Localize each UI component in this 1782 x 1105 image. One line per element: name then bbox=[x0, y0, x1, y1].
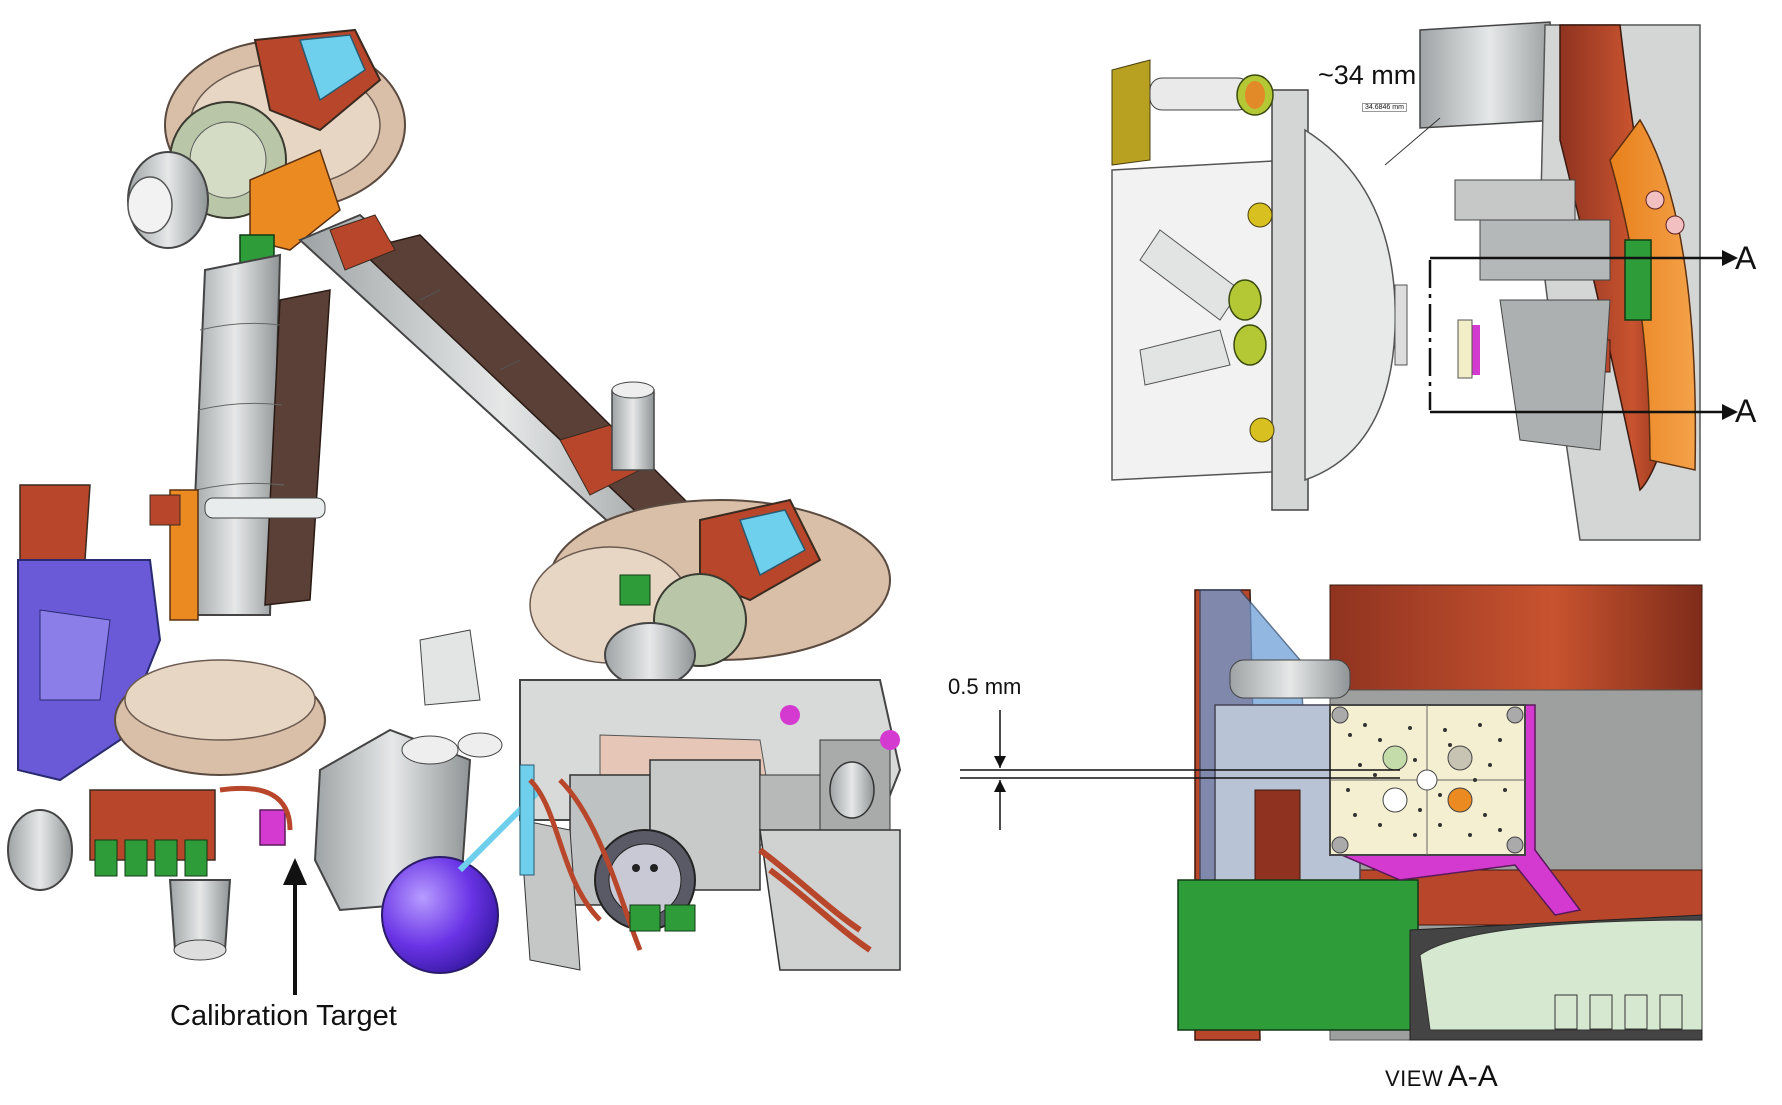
view-aa-caption: VIEW A-A bbox=[1385, 1060, 1498, 1094]
instrument-cluster bbox=[313, 629, 902, 974]
view-word: VIEW bbox=[1385, 1066, 1444, 1091]
dimension-34mm-label: ~34 mm bbox=[1318, 60, 1417, 90]
calibration-target-plate bbox=[1329, 704, 1526, 856]
view-aa-section bbox=[960, 584, 1703, 1041]
dimension-34mm-readout: 34.6846 mm bbox=[1362, 103, 1407, 112]
robotic-arm-assembly bbox=[7, 28, 902, 995]
section-marker-a-top: A bbox=[1735, 240, 1757, 276]
lower-turret bbox=[7, 659, 326, 961]
elbow-turret bbox=[529, 381, 891, 688]
column-tube bbox=[188, 253, 331, 616]
section-marker-a-bottom: A bbox=[1735, 393, 1757, 429]
calibration-target-label: Calibration Target bbox=[170, 1000, 397, 1032]
dimension-05mm bbox=[960, 710, 1400, 830]
left-structure bbox=[17, 484, 326, 782]
section-line-aa bbox=[1428, 250, 1738, 420]
calibration-target-arrow bbox=[283, 858, 307, 995]
calibration-target-part bbox=[259, 809, 286, 846]
forearm-boom bbox=[298, 213, 707, 562]
dimension-05mm-label: 0.5 mm bbox=[948, 674, 1022, 699]
upper-turret bbox=[127, 28, 406, 270]
detail-view-top bbox=[1111, 20, 1738, 541]
view-id: A-A bbox=[1447, 1060, 1498, 1093]
